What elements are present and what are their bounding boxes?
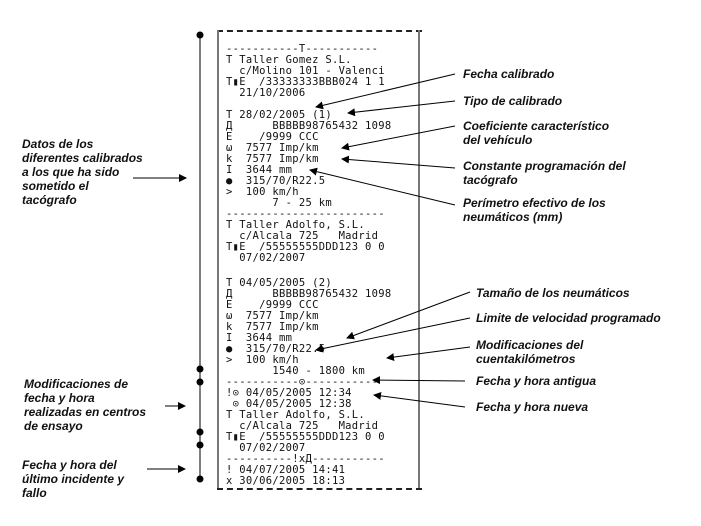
label-new-datetime: Fecha y hora nueva [476, 400, 589, 414]
bracket-dot [196, 365, 204, 373]
printout-line: 07/02/2007 [226, 442, 306, 454]
bracket-dot [196, 378, 204, 386]
printout-line: k 7577 Imp/km [226, 153, 319, 165]
printout-line: ω 7577 Imp/km [226, 310, 319, 322]
printout-line: I 3644 mm [226, 164, 293, 176]
printout-line: Д BBBBB98765432 1098 [226, 120, 392, 132]
arrow-tyre-size [346, 291, 471, 340]
printout-line: E /9999 CCC [226, 299, 319, 311]
printout-line: c/Molino 101 - Valenci [226, 65, 385, 77]
arrow-odometer-changes [386, 346, 471, 362]
printout-line: ! 04/07/2005 14:41 [226, 464, 346, 476]
printout-line: 07/02/2007 [226, 252, 306, 264]
label-tachograph-constant: Constante programación del tacógrafo [463, 159, 626, 187]
printout-line: ● 315/70/R22.5 [226, 343, 326, 355]
printout-line: T▮E /33333333BBB024 1 1 [226, 76, 385, 88]
bracket-dot [196, 31, 204, 39]
label-tyre-size: Tamaño de los neumáticos [476, 286, 630, 300]
label-old-datetime: Fecha y hora antigua [476, 374, 597, 388]
label-calibration-date: Fecha calibrado [463, 67, 555, 81]
printout-line: T Taller Gomez S.L. [226, 54, 352, 66]
receipt-top-edge [217, 30, 422, 32]
printout-line: E /9999 CCC [226, 131, 319, 143]
printout-line: !⊙ 04/05/2005 12:34 [226, 387, 352, 399]
printout-line: T 04/05/2005 (2) [226, 277, 332, 289]
printout-line: 21/10/2006 [226, 87, 306, 99]
printout-line: ● 315/70/R22.5 [226, 175, 326, 187]
printout-line: -----------⊙----------- [226, 376, 379, 388]
arrow-tachograph-constant [341, 155, 456, 169]
printout-line: 7 - 25 km [226, 197, 332, 209]
label-last-incident: Fecha y hora del último incidente y fall… [22, 458, 125, 500]
printout-line: > 100 km/h [226, 186, 299, 198]
arrow-tyre-perimeter [309, 167, 456, 206]
arrow-calibration-date [315, 73, 456, 110]
arrow-calibration-type [347, 100, 456, 117]
printout-line: Д BBBBB98765432 1098 [226, 288, 392, 300]
printout-line: 1540 - 1800 km [226, 365, 366, 377]
arrow-old-datetime [372, 376, 466, 385]
bracket-dot [196, 441, 204, 449]
label-vehicle-coefficient: Coeficiente característico del vehículo [463, 119, 610, 147]
label-tyre-perimeter: Perímetro efectivo de los neumáticos (mm… [463, 196, 606, 224]
printout-line: T▮E /55555555DDD123 0 0 [226, 241, 385, 253]
arrow-speed-limit [315, 317, 471, 353]
arrow-vehicle-coefficient [341, 125, 456, 151]
printout-line: ⊙ 04/05/2005 12:38 [226, 398, 352, 410]
bracket-dot [196, 475, 204, 483]
printout-line: ----------!xД----------- [226, 453, 385, 465]
arrow-new-datetime [373, 391, 466, 408]
tachograph-printout [217, 30, 420, 489]
printout-line: -----------T----------- [226, 43, 379, 55]
bracket-dot [196, 428, 204, 436]
printout-line: c/Alcala 725 Madrid [226, 420, 379, 432]
printout-line: k 7577 Imp/km [226, 321, 319, 333]
printout-line: ------------------------ [226, 208, 385, 220]
label-odometer-changes: Modificaciones del cuentakilómetros [476, 338, 584, 366]
printout-line: I 3644 mm [226, 332, 293, 344]
printout-line: > 100 km/h [226, 354, 299, 366]
label-time-changes: Modificaciones de fecha y hora realizada… [24, 377, 147, 433]
printout-line: T▮E /55555555DDD123 0 0 [226, 431, 385, 443]
printout-line: c/Alcala 725 Madrid [226, 230, 379, 242]
printout-line: T Taller Adolfo, S.L. [226, 409, 366, 421]
receipt-bottom-edge [217, 488, 422, 490]
printout-line: ω 7577 Imp/km [226, 142, 319, 154]
label-calibrations: Datos de los diferentes calibrados a los… [22, 137, 143, 207]
label-speed-limit: Limite de velocidad programado [476, 311, 661, 325]
printout-line: T Taller Adolfo, S.L. [226, 219, 366, 231]
printout-line: x 30/06/2005 18:13 [226, 475, 346, 487]
label-calibration-type: Tipo de calibrado [463, 94, 563, 108]
printout-line: T 28/02/2005 (1) [226, 109, 332, 121]
